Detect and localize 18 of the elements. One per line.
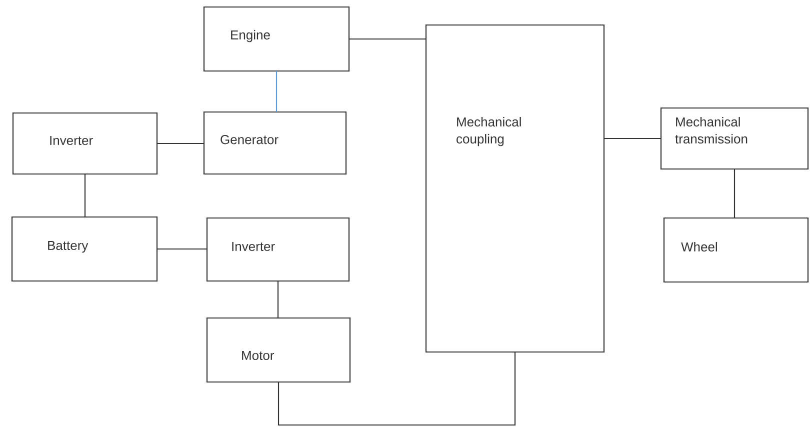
- block-box: Mechanical transmission: [660, 107, 809, 170]
- connector-line: [277, 281, 279, 318]
- block-box: Generator: [203, 111, 347, 175]
- connector-line: [604, 138, 661, 140]
- block-box: Engine: [203, 6, 350, 72]
- block-box: Battery: [11, 216, 158, 282]
- connector-line: [157, 142, 204, 144]
- block-box: Inverter: [12, 112, 158, 175]
- connector-line: [349, 38, 426, 40]
- connector-line: [276, 71, 278, 112]
- block-box: Motor: [206, 317, 351, 383]
- block-box: Inverter: [206, 217, 350, 282]
- connector-line: [84, 174, 86, 217]
- block-box: Wheel: [663, 217, 809, 283]
- connector-line: [278, 352, 516, 426]
- connector-line: [734, 169, 736, 218]
- connector-line: [157, 248, 207, 250]
- block-box: Mechanical coupling: [425, 24, 605, 353]
